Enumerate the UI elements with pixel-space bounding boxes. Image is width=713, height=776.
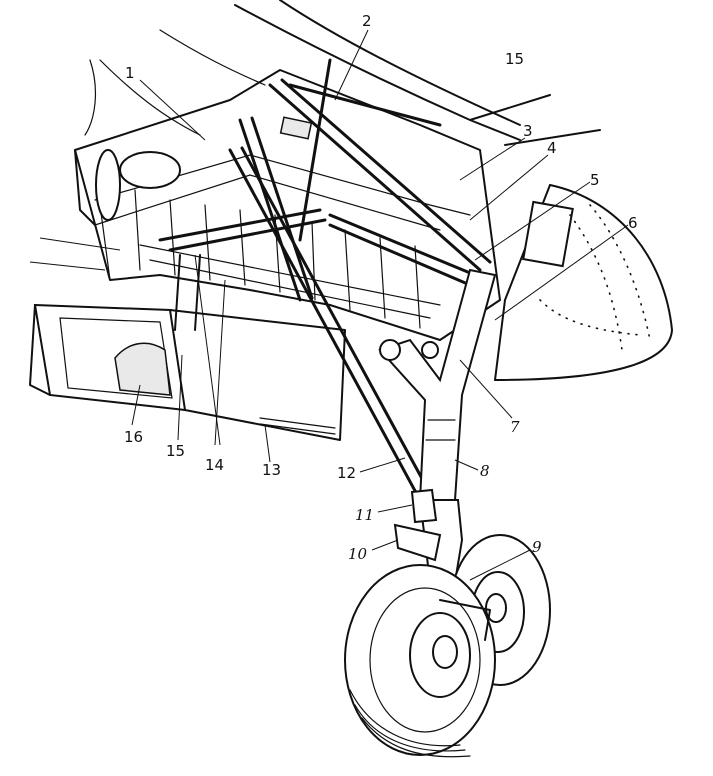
nacelle-fairing bbox=[494, 184, 673, 381]
callout-9: 9 bbox=[532, 538, 542, 556]
wheels bbox=[344, 534, 551, 758]
callout-leaders bbox=[29, 29, 629, 581]
callout-labels: 1 2 3 4 5 6 7 8 9 10 11 12 13 14 15 15 1… bbox=[124, 12, 638, 563]
callout-8: 8 bbox=[480, 462, 490, 480]
callout-12: 12 bbox=[337, 464, 356, 482]
callout-6: 6 bbox=[628, 214, 638, 232]
callout-10: 10 bbox=[348, 545, 368, 563]
callout-16: 16 bbox=[124, 428, 143, 446]
callout-15-bottom: 15 bbox=[166, 442, 185, 460]
callout-3: 3 bbox=[523, 122, 533, 140]
callout-7: 7 bbox=[510, 418, 520, 436]
callout-11: 11 bbox=[355, 506, 374, 524]
callout-4: 4 bbox=[547, 139, 557, 157]
retraction-struts bbox=[158, 58, 492, 502]
callout-15-top: 15 bbox=[505, 50, 524, 68]
callout-14: 14 bbox=[205, 456, 224, 474]
gear-door-panels bbox=[29, 303, 346, 441]
callout-2: 2 bbox=[362, 12, 372, 30]
wing-skin bbox=[99, 0, 601, 146]
callout-1: 1 bbox=[125, 64, 135, 82]
callout-13: 13 bbox=[262, 461, 281, 479]
callout-5: 5 bbox=[590, 171, 600, 189]
